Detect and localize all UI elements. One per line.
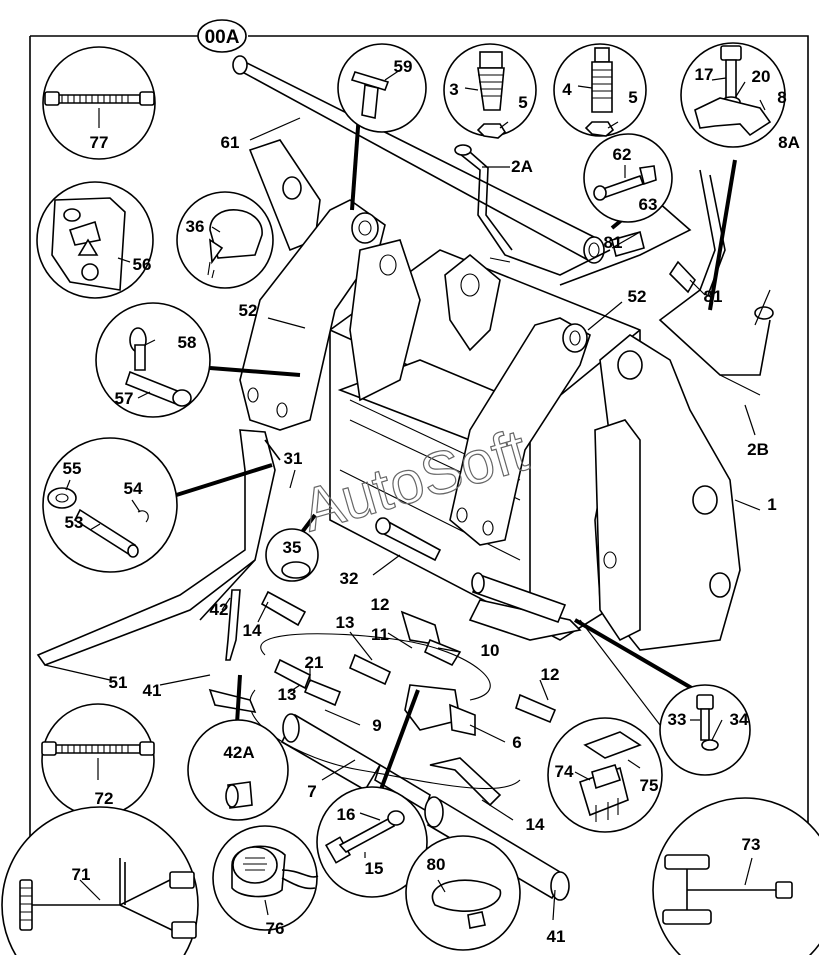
- callout-14a: 14: [243, 621, 262, 640]
- detail-circle-33-34: [659, 684, 751, 776]
- callout-15: 15: [365, 859, 384, 878]
- callout-7: 7: [307, 782, 316, 801]
- detail-circle-3-5: [443, 43, 537, 139]
- callout-2A: 2A: [511, 157, 533, 176]
- callout-2B: 2B: [747, 440, 769, 459]
- callout-56: 56: [133, 255, 152, 274]
- callout-3: 3: [449, 80, 458, 99]
- callout-81b: 81: [704, 287, 723, 306]
- detail-circle-42A: [187, 719, 289, 821]
- callout-54: 54: [124, 479, 143, 498]
- detail-circle-35: [265, 528, 319, 582]
- detail-circle-59: [337, 43, 427, 133]
- callout-12b: 12: [541, 665, 560, 684]
- callout-53: 53: [65, 513, 84, 532]
- callout-52b: 52: [628, 287, 647, 306]
- callout-13a: 13: [336, 613, 355, 632]
- detail-circle-73: [652, 797, 819, 960]
- callout-63: 63: [639, 195, 658, 214]
- callout-76: 76: [266, 919, 285, 938]
- diagram-frame: [29, 35, 809, 945]
- callout-12a: 12: [371, 595, 390, 614]
- callout-55: 55: [63, 459, 82, 478]
- detail-circle-74-75: [547, 717, 663, 833]
- callout-71: 71: [72, 865, 91, 884]
- detail-circle-8: [680, 42, 786, 148]
- callout-8A: 8A: [778, 133, 800, 152]
- detail-circle-55-54-53: [42, 437, 178, 573]
- detail-circle-80: [405, 835, 521, 951]
- callout-1: 1: [767, 495, 776, 514]
- callout-77: 77: [90, 133, 109, 152]
- header-badge-text: 00A: [205, 27, 240, 48]
- callout-42: 42: [210, 600, 229, 619]
- detail-circle-16-15: [316, 786, 428, 898]
- callout-81a: 81: [604, 233, 623, 252]
- callout-10: 10: [481, 641, 500, 660]
- detail-circle-56: [36, 181, 154, 299]
- callout-9: 9: [372, 716, 381, 735]
- detail-circle-77: [42, 46, 156, 160]
- callout-21: 21: [305, 653, 324, 672]
- callout-16: 16: [337, 805, 356, 824]
- frame-assembly: [36, 55, 741, 666]
- detail-circle-58-57: [95, 302, 211, 418]
- callout-31: 31: [284, 449, 303, 468]
- callout-62: 62: [613, 145, 632, 164]
- callout-6: 6: [512, 733, 521, 752]
- callout-8: 8: [777, 88, 786, 107]
- callout-41b: 41: [547, 927, 566, 946]
- callout-52a: 52: [239, 301, 258, 320]
- callout-4: 4: [562, 80, 572, 99]
- callout-80: 80: [427, 855, 446, 874]
- detail-circle-62-63: [583, 133, 673, 223]
- detail-circle-71: [1, 806, 199, 960]
- callout-5a: 5: [518, 93, 527, 112]
- callout-36: 36: [186, 217, 205, 236]
- detail-circle-4-5: [553, 43, 647, 137]
- callout-61: 61: [221, 133, 240, 152]
- callout-5b: 5: [628, 88, 637, 107]
- callout-33: 33: [668, 710, 687, 729]
- header-badge: 00A: [197, 19, 247, 53]
- callout-20: 20: [752, 67, 771, 86]
- callout-17: 17: [695, 65, 714, 84]
- callout-59: 59: [394, 57, 413, 76]
- callout-51: 51: [109, 673, 128, 692]
- callout-14b: 14: [526, 815, 545, 834]
- callout-34: 34: [730, 710, 749, 729]
- detail-circle-36: [176, 191, 274, 289]
- callout-32: 32: [340, 569, 359, 588]
- callout-42A: 42A: [223, 743, 254, 762]
- callout-74: 74: [555, 762, 574, 781]
- callout-41a: 41: [143, 681, 162, 700]
- callout-72: 72: [95, 789, 114, 808]
- detail-circle-76: [212, 825, 319, 931]
- callout-57: 57: [115, 389, 134, 408]
- callout-58: 58: [178, 333, 197, 352]
- callout-11: 11: [371, 625, 389, 644]
- callout-75: 75: [640, 776, 659, 795]
- callout-13b: 13: [278, 685, 297, 704]
- leader-lines: [44, 99, 771, 921]
- callout-35: 35: [283, 538, 302, 557]
- callout-73: 73: [742, 835, 761, 854]
